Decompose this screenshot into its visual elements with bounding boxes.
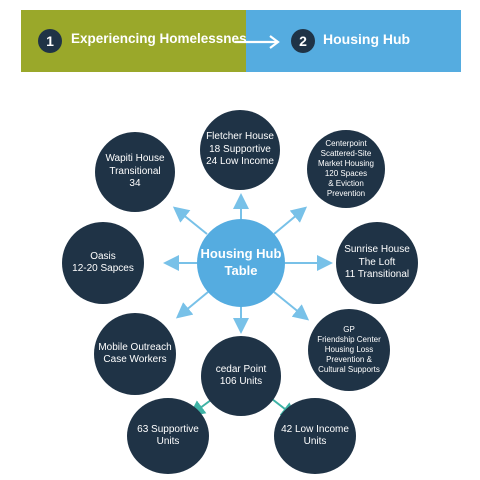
node-63-supportive-units: 63 Supportive Units — [127, 398, 209, 474]
node-oasis: Oasis 12-20 Sapces — [62, 222, 144, 304]
step-1-label: Experiencing Homelessness — [71, 31, 255, 46]
step-2-panel: 2 Housing Hub — [246, 10, 461, 72]
node-mobile-outreach: Mobile Outreach Case Workers — [94, 313, 176, 395]
arrow-to-mobile — [175, 291, 209, 319]
node-centerpoint: Centerpoint Scattered-Site Market Housin… — [307, 130, 385, 208]
arrow-to-centerpoint — [273, 206, 308, 235]
node-cedar-point: cedar Point 106 Units — [201, 336, 281, 416]
arrow-right-icon — [235, 35, 280, 49]
arrow-to-wapiti — [172, 206, 208, 235]
arrow-to-gp — [273, 291, 310, 321]
step-2-label: Housing Hub — [323, 31, 411, 47]
step-1-panel: 1 Experiencing Homelessness — [21, 10, 254, 72]
step-2-number: 2 — [291, 29, 315, 53]
step-1-number: 1 — [38, 29, 62, 53]
node-fletcher-house: Fletcher House 18 Supportive 24 Low Inco… — [200, 110, 280, 190]
node-wapiti-house: Wapiti House Transitional 34 — [95, 132, 175, 212]
process-banner: 1 Experiencing Homelessness 2 Housing Hu… — [21, 10, 461, 72]
node-42-low-income-units: 42 Low Income Units — [274, 398, 356, 474]
node-sunrise-house: Sunrise House The Loft 11 Transitional — [336, 222, 418, 304]
hub-label: Housing Hub Table — [200, 246, 282, 278]
housing-hub-table: Housing Hub Table — [197, 219, 285, 307]
node-gp-friendship-center: GP Friendship Center Housing Loss Preven… — [308, 309, 390, 391]
